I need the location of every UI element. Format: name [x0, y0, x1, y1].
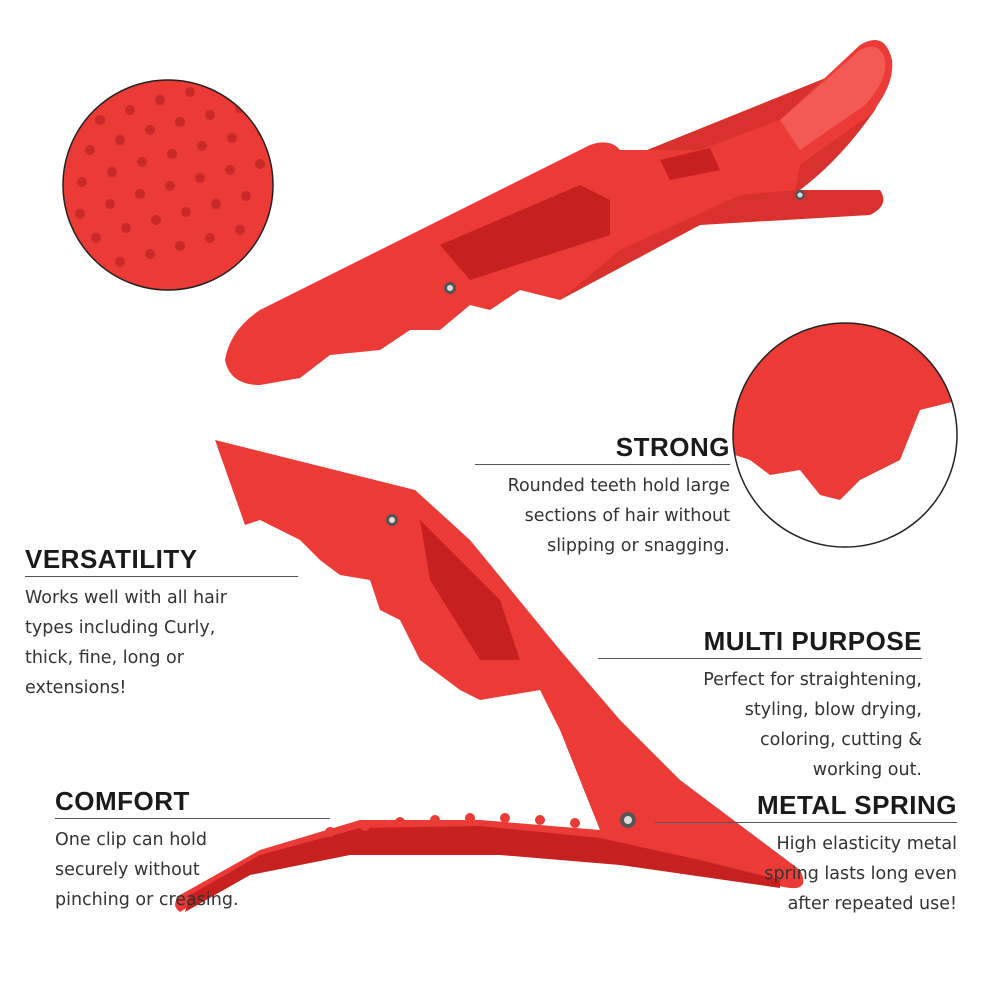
feature-metal-spring: METAL SPRING High elasticity metal sprin…: [655, 790, 957, 919]
divider: [598, 658, 922, 659]
feature-description: Rounded teeth hold large sections of hai…: [507, 476, 730, 556]
feature-description: Works well with all hair types including…: [25, 588, 227, 698]
feature-description: Perfect for straightening, styling, blow…: [703, 670, 922, 780]
feature-title: METAL SPRING: [756, 790, 957, 820]
feature-multi-purpose: MULTI PURPOSE Perfect for straightening,…: [598, 626, 922, 785]
divider: [655, 822, 957, 823]
grip-texture-zoom-circle: [62, 79, 274, 291]
feature-strong: STRONG Rounded teeth hold large sections…: [475, 432, 730, 561]
feature-description: High elasticity metal spring lasts long …: [764, 834, 957, 914]
top-clip-illustration: [225, 40, 893, 385]
feature-title: VERSATILITY: [25, 544, 198, 574]
feature-description: One clip can hold securely without pinch…: [55, 830, 239, 910]
feature-title: STRONG: [615, 432, 730, 462]
bottom-clip-illustration: [175, 440, 804, 912]
feature-title: COMFORT: [55, 786, 190, 816]
teeth-zoom-circle: [732, 322, 958, 548]
feature-comfort: COMFORT One clip can hold securely witho…: [55, 786, 330, 915]
divider: [55, 818, 330, 819]
divider: [25, 576, 298, 577]
feature-title: MULTI PURPOSE: [703, 626, 922, 656]
feature-versatility: VERSATILITY Works well with all hair typ…: [25, 544, 298, 703]
divider: [475, 464, 730, 465]
